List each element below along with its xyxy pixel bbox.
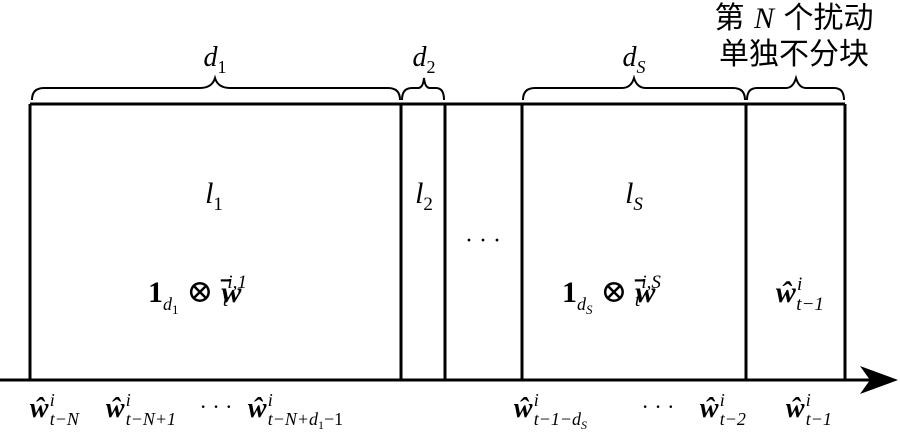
brace-d2	[401, 77, 445, 101]
time-axis-arrowhead	[860, 366, 898, 394]
brace-label-d1: d1	[204, 42, 227, 77]
blocks-ellipsis: · · ·	[465, 228, 501, 254]
block-1-kron-expression: 1d1⊗w̄i,1t	[148, 272, 247, 317]
brace-last	[746, 74, 845, 101]
brace-label-d2: d2	[413, 42, 436, 77]
block-label-ls: lS	[625, 177, 643, 215]
axis-ellipsis-left: · · ·	[200, 394, 233, 419]
block-label-l1: l1	[205, 177, 223, 215]
block-label-l2: l2	[415, 177, 433, 215]
brace-label-ds: dS	[623, 42, 646, 77]
brace-d1	[31, 74, 401, 101]
block-s-kron-expression: 1dS⊗w̄i,St	[562, 272, 661, 317]
brace-ds	[522, 74, 746, 101]
axis-ellipsis-right: · · ·	[642, 394, 675, 419]
header-note-line2: 单独不分块	[719, 37, 869, 72]
header-note-line1: 第 N 个扰动	[714, 1, 873, 36]
